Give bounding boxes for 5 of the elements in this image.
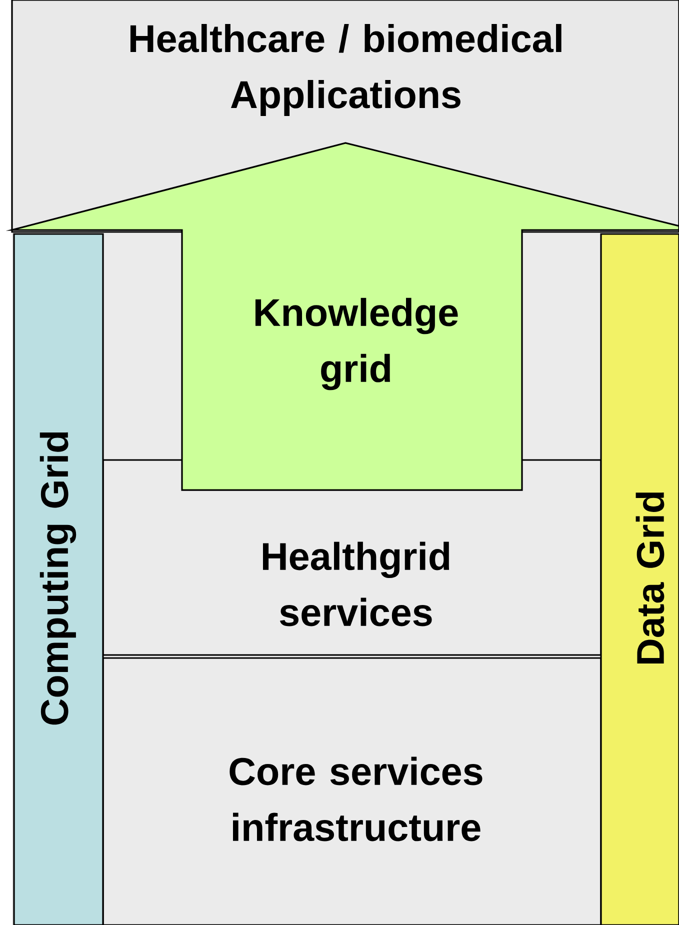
layer-box: Core services infrastructure <box>102 657 602 925</box>
column-bar: Data Grid <box>600 233 679 925</box>
block-arrow <box>6 142 679 491</box>
edge-label: Knowledge grid <box>255 298 458 390</box>
column-bar: Computing Grid <box>13 233 104 925</box>
